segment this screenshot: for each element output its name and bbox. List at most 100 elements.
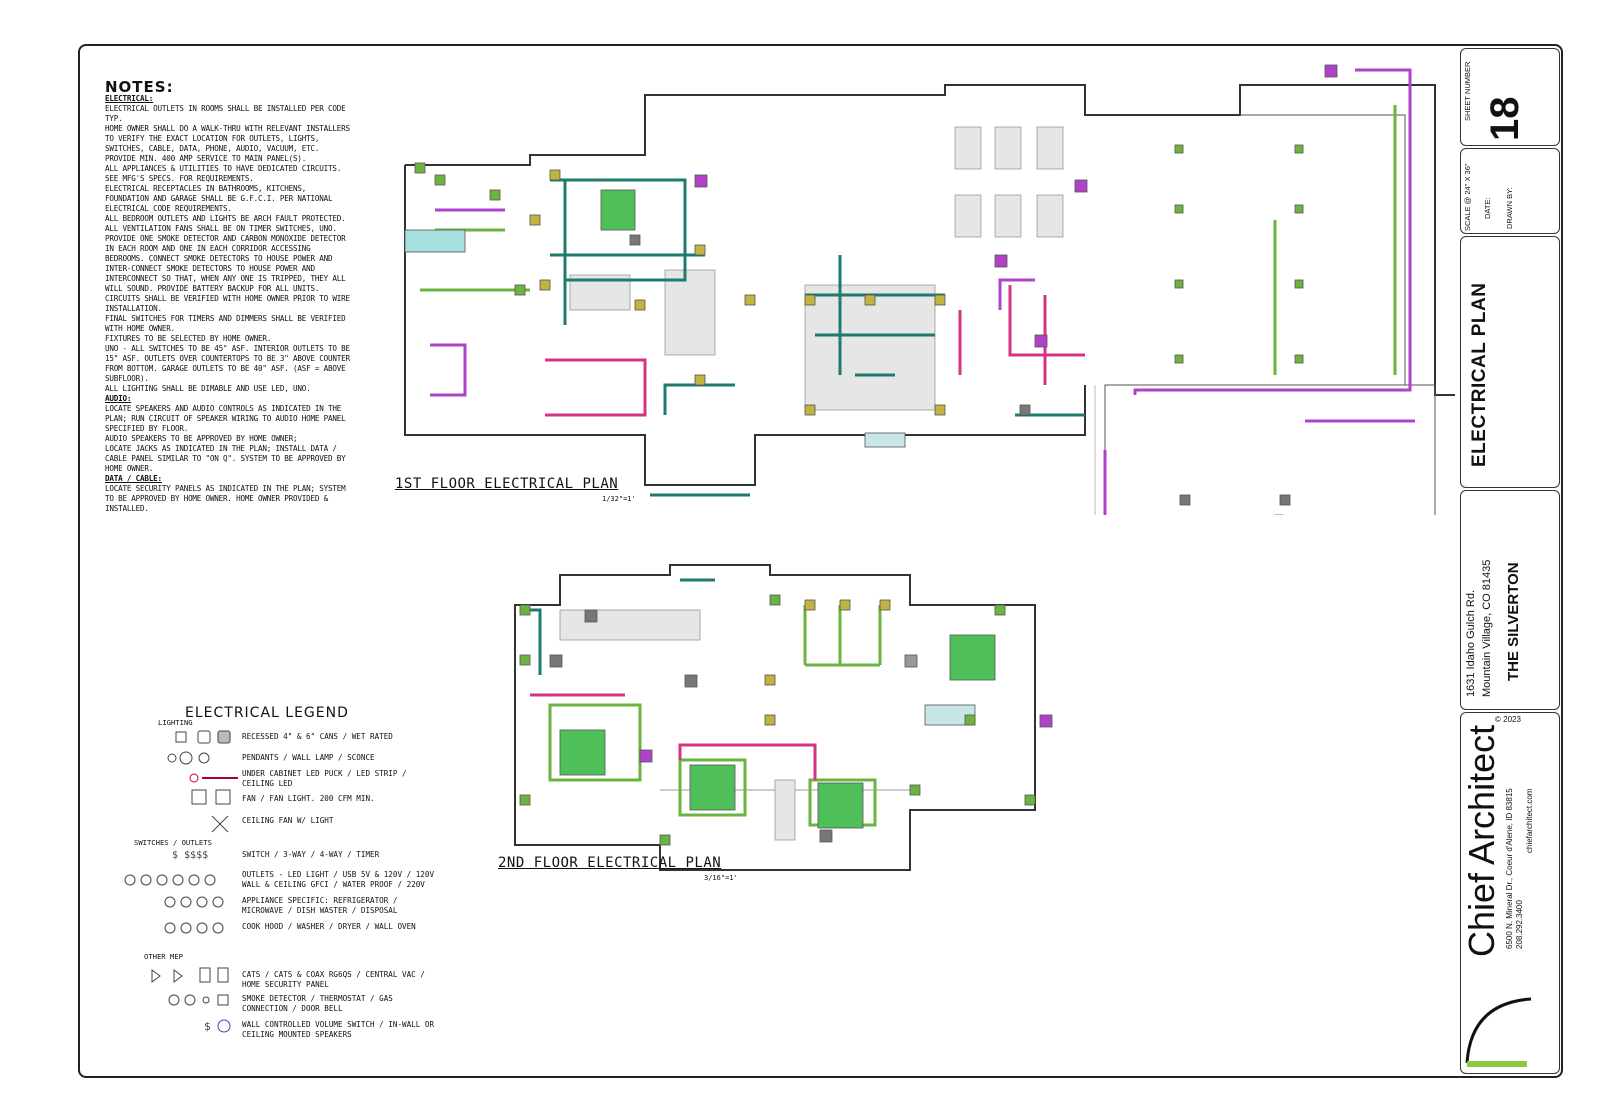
refrigerator-icon: [164, 896, 176, 908]
sheet-title: ELECTRICAL PLAN: [1469, 282, 1490, 467]
legend-row: APPLIANCE SPECIFIC: REFRIGERATOR / MICRO…: [242, 896, 398, 915]
first-floor-plan-scale: 1/32"=1': [602, 495, 636, 503]
outlet-usb-icon: [140, 874, 152, 886]
legend-row: SWITCH / 3-WAY / 4-WAY / TIMER: [242, 850, 380, 859]
sheet-scale: SCALE @ 24" X 36": [1463, 163, 1472, 231]
notes-heading: DATA / CABLE:: [105, 474, 162, 483]
legend-category-lighting: LIGHTING: [158, 718, 193, 727]
company-box: © 2023 Chief Architect 6500 N. Mineral D…: [1460, 712, 1560, 1074]
company-address: 6500 N. Mineral Dr., Coeur d'Alene, ID 8…: [1505, 788, 1514, 949]
door-bell-icon: [217, 994, 229, 1006]
recessed-can-icon: [175, 731, 187, 743]
note-line: AUDIO SPEAKERS TO BE APPROVED BY HOME OW…: [105, 434, 298, 443]
legend-title: ELECTRICAL LEGEND: [185, 705, 349, 721]
note-line: ELECTRICAL OUTLETS IN ROOMS SHALL BE INS…: [105, 104, 346, 123]
note-line: LOCATE JACKS AS INDICATED IN THE PLAN; I…: [105, 444, 346, 473]
legend-row: OUTLETS - LED LIGHT / USB 5V & 120V / 12…: [242, 870, 435, 889]
volume-switch-icon: $: [204, 1020, 211, 1033]
project-name: THE SILVERTON: [1505, 562, 1522, 681]
wall-oven-icon: [212, 922, 224, 934]
outlet-waterproof-icon: [188, 874, 200, 886]
project-address-line2: Mountain Village, CO 81435: [1481, 559, 1493, 697]
electrical-legend: ELECTRICAL LEGEND LIGHTING SWITCHES / OU…: [120, 705, 450, 1048]
note-line: FIXTURES TO BE SELECTED BY HOME OWNER.: [105, 334, 272, 343]
sconce-icon: [198, 752, 210, 764]
company-web: chiefarchitect.com: [1525, 788, 1534, 853]
gas-connection-icon: [202, 996, 210, 1004]
security-panel-icon: [217, 967, 229, 983]
smoke-detector-icon: [168, 994, 180, 1006]
note-line: ALL LIGHTING SHALL BE DIMABLE AND USE LE…: [105, 384, 311, 393]
note-line: LOCATE SECURITY PANELS AS INDICATED IN T…: [105, 484, 346, 513]
notes-section-audio: AUDIO: LOCATE SPEAKERS AND AUDIO CONTROL…: [105, 394, 350, 474]
outlet-icon: [156, 874, 168, 886]
note-line: PROVIDE ONE SMOKE DETECTOR AND CARBON MO…: [105, 234, 346, 293]
copyright: © 2023: [1495, 715, 1521, 724]
fan-icon: [191, 789, 207, 805]
company-phone: 208.292.3400: [1515, 900, 1524, 949]
outlet-led-icon: [124, 874, 136, 886]
legend-symbols: $ $$$$ $: [124, 730, 238, 1033]
legend-row: FAN / FAN LIGHT. 200 CFM MIN.: [242, 794, 375, 803]
coax-icon: [173, 969, 183, 983]
note-line: UNO - ALL SWITCHES TO BE 45" ASF. INTERI…: [105, 344, 350, 383]
thermostat-icon: [184, 994, 196, 1006]
led-puck-icon: [189, 773, 199, 783]
note-line: HOME OWNER SHALL DO A WALK-THRU WITH REL…: [105, 124, 350, 153]
note-line: ALL VENTILATION FANS SHALL BE ON TIMER S…: [105, 224, 337, 233]
cat5-icon: [151, 969, 161, 983]
sheet-border: [78, 44, 1563, 1078]
note-line: FINAL SWITCHES FOR TIMERS AND DIMMERS SH…: [105, 314, 346, 333]
legend-row: CEILING FAN W/ LIGHT: [242, 816, 334, 825]
legend-row: CATS / CATS & COAX RG6QS / CENTRAL VAC /…: [242, 970, 425, 989]
sheet-title-box: ELECTRICAL PLAN: [1460, 236, 1560, 488]
disposal-icon: [212, 896, 224, 908]
notes-heading: ELECTRICAL:: [105, 94, 154, 103]
washer-icon: [180, 922, 192, 934]
date-label: DATE:: [1483, 197, 1492, 219]
microwave-icon: [180, 896, 192, 908]
company-logo-arc-icon: [1465, 997, 1532, 1067]
legend-row: RECESSED 4" & 6" CANS / WET RATED: [242, 732, 393, 741]
legend-row: SMOKE DETECTOR / THERMOSTAT / GAS CONNEC…: [242, 994, 393, 1013]
title-block: SHEET NUMBER 18 SCALE @ 24" X 36" DATE: …: [1460, 48, 1560, 1074]
outlet-220v-icon: [204, 874, 216, 886]
note-line: ALL APPLIANCES & UTILITIES TO HAVE DEDIC…: [105, 164, 342, 183]
drawn-by-label: DRAWN BY:: [1505, 187, 1514, 229]
outlet-gfci-icon: [172, 874, 184, 886]
ceiling-fan-icon: [211, 815, 229, 833]
central-vac-icon: [199, 967, 211, 983]
legend-category-other: OTHER MEP: [144, 952, 183, 961]
legend-row: PENDANTS / WALL LAMP / SCONCE: [242, 753, 375, 762]
dishwasher-icon: [196, 896, 208, 908]
second-floor-plan-scale: 3/16"=1': [704, 874, 738, 882]
notes-section-electrical: ELECTRICAL: ELECTRICAL OUTLETS IN ROOMS …: [105, 94, 350, 394]
legend-row: WALL CONTROLLED VOLUME SWITCH / IN-WALL …: [242, 1020, 435, 1039]
first-floor-plan-title: 1ST FLOOR ELECTRICAL PLAN: [395, 476, 619, 492]
project-box: 1631 Idaho Gulch Rd. Mountain Village, C…: [1460, 490, 1560, 710]
pendant-icon: [167, 753, 177, 763]
cook-hood-icon: [164, 922, 176, 934]
notes-section-data: DATA / CABLE: LOCATE SECURITY PANELS AS …: [105, 474, 350, 514]
sheet-number-label: SHEET NUMBER: [1463, 61, 1472, 121]
dryer-icon: [196, 922, 208, 934]
scale-date-box: SCALE @ 24" X 36" DATE: DRAWN BY:: [1460, 148, 1560, 234]
notes-block: NOTES: ELECTRICAL: ELECTRICAL OUTLETS IN…: [105, 80, 350, 514]
first-floor-plan: [404, 64, 1455, 515]
recessed-can-icon: [197, 730, 211, 744]
legend-row: UNDER CABINET LED PUCK / LED STRIP / CEI…: [242, 769, 407, 788]
speaker-icon: [217, 1019, 231, 1033]
legend-row: COOK HOOD / WASHER / DRYER / WALL OVEN: [242, 922, 416, 931]
second-floor-plan: [514, 564, 1053, 871]
company-logo: Chief Architect: [1461, 724, 1502, 957]
legend-category-switches: SWITCHES / OUTLETS: [134, 838, 212, 847]
wall-lamp-icon: [179, 751, 193, 765]
sheet-number: 18: [1483, 96, 1527, 142]
project-address-line1: 1631 Idaho Gulch Rd.: [1465, 589, 1477, 697]
sheet-number-box: SHEET NUMBER 18: [1460, 48, 1560, 146]
svg-text:$ $$$$: $ $$$$: [172, 850, 208, 861]
wet-rated-can-icon: [217, 730, 231, 744]
note-line: PROVIDE MIN. 400 AMP SERVICE TO MAIN PAN…: [105, 154, 307, 163]
second-floor-plan-title: 2ND FLOOR ELECTRICAL PLAN: [498, 855, 722, 871]
note-line: ALL BEDROOM OUTLETS AND LIGHTS BE ARCH F…: [105, 214, 346, 223]
